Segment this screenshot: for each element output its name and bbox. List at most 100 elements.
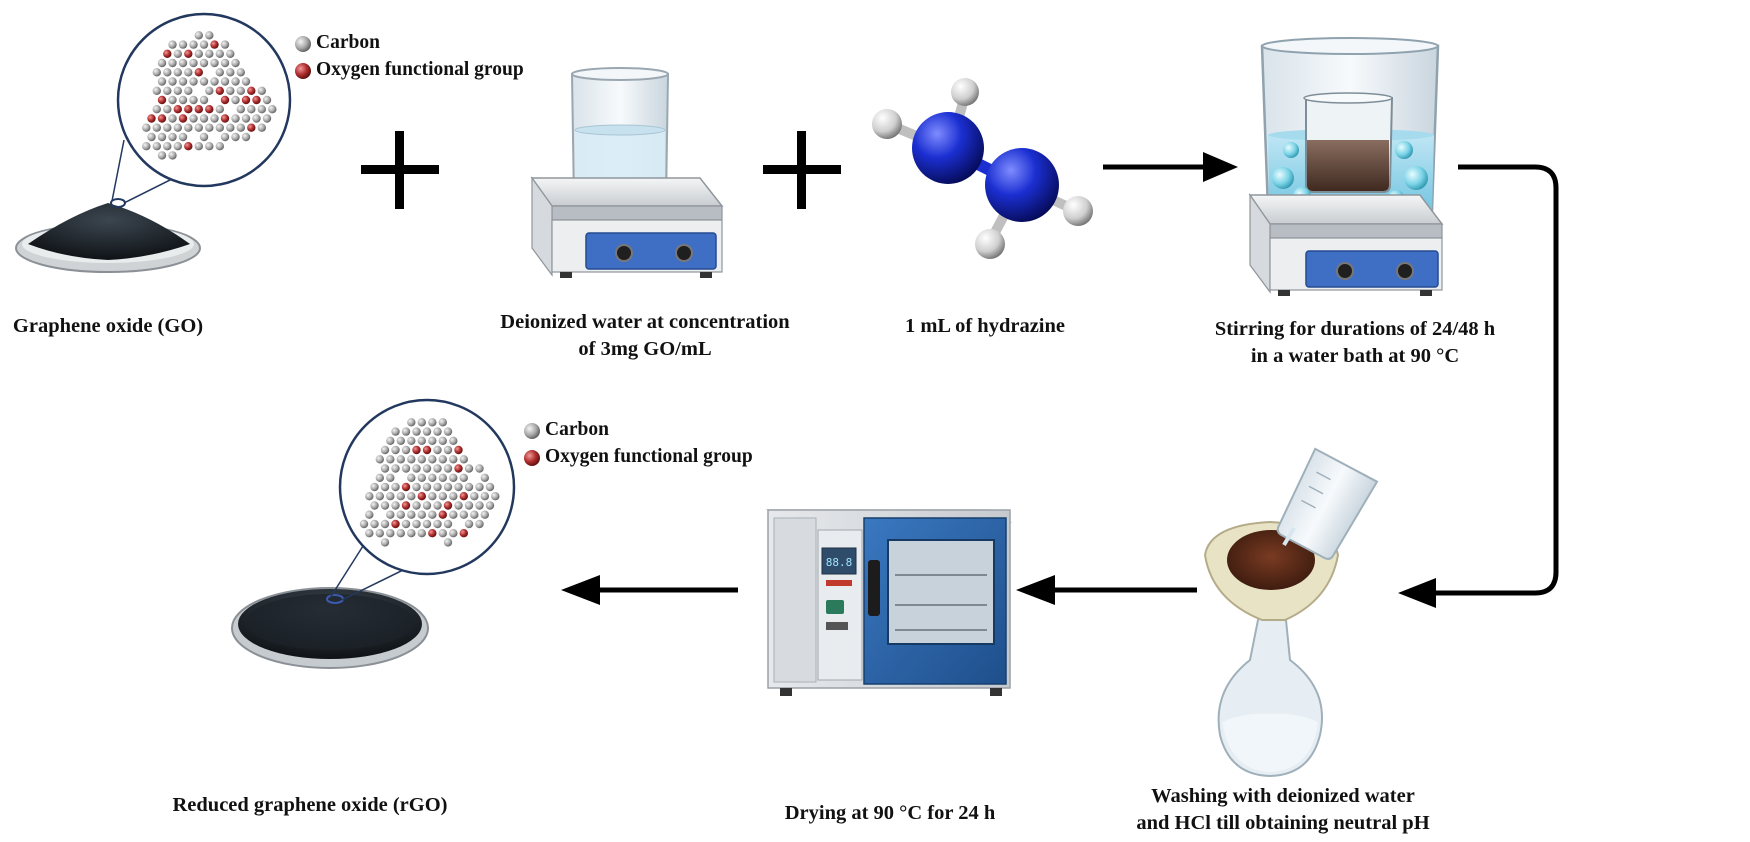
carbon-atom <box>152 123 161 132</box>
legend-top-oxygen-icon <box>295 63 311 79</box>
carbon-atom <box>163 86 172 96</box>
carbon-atom <box>199 95 209 105</box>
rgo-powder-dish <box>231 587 429 669</box>
carbon-atom <box>231 58 240 68</box>
carbon-atom <box>215 68 224 77</box>
oxygen-atom <box>412 445 421 455</box>
carbon-atom <box>386 492 395 501</box>
carbon-atom <box>407 529 416 538</box>
carbon-atom <box>142 142 151 151</box>
carbon-atom <box>189 40 198 49</box>
carbon-atom <box>391 464 400 473</box>
carbon-atom <box>422 482 432 492</box>
carbon-atom <box>407 492 416 501</box>
oxygen-atom <box>220 95 230 105</box>
oxygen-atom <box>184 49 193 58</box>
carbon-atom <box>438 529 447 538</box>
carbon-atom <box>401 445 411 455</box>
carbon-atom <box>386 436 395 445</box>
carbon-atom <box>257 123 266 132</box>
carbon-atom <box>199 132 209 142</box>
carbon-atom <box>194 49 203 58</box>
carbon-atom <box>459 455 468 464</box>
carbon-atom <box>194 142 203 151</box>
caption-drying: Drying at 90 °C for 24 h <box>784 802 996 824</box>
carbon-atom <box>205 86 214 96</box>
go-powder-dish <box>15 198 201 273</box>
carbon-atom <box>152 142 161 151</box>
carbon-atom <box>157 132 167 142</box>
carbon-atom <box>380 519 390 529</box>
carbon-atom <box>449 510 458 519</box>
caption-stirring-line1: Stirring for durations of 24/48 h <box>1214 318 1496 340</box>
carbon-atom <box>391 445 400 455</box>
carbon-atom <box>428 418 437 427</box>
carbon-atom <box>475 501 484 510</box>
carbon-atom <box>428 436 437 445</box>
rgo-lattice <box>359 418 500 547</box>
carbon-atom <box>252 114 261 123</box>
carbon-atom <box>189 58 198 68</box>
carbon-atom <box>412 482 421 492</box>
carbon-atom <box>412 464 421 473</box>
carbon-atom <box>173 142 182 151</box>
carbon-atom <box>454 501 463 510</box>
legend-bottom-oxygen-icon <box>524 450 540 466</box>
carbon-atom <box>417 436 426 445</box>
carbon-atom <box>157 151 167 160</box>
carbon-atom <box>168 58 177 68</box>
carbon-atom <box>194 31 203 40</box>
carbon-atom <box>178 77 188 86</box>
oxygen-atom <box>220 114 230 123</box>
carbon-atom <box>247 105 256 114</box>
carbon-atom <box>443 519 453 529</box>
carbon-atom <box>173 68 182 77</box>
carbon-atom <box>438 492 447 501</box>
oxygen-atom <box>428 529 437 538</box>
carbon-atom <box>443 464 453 473</box>
carbon-atom <box>236 105 245 114</box>
caption-deionized-water-line1: Deionized water at concentration <box>500 311 790 333</box>
carbon-atom <box>173 49 182 58</box>
carbon-atom <box>199 114 209 123</box>
carbon-atom <box>231 114 240 123</box>
carbon-atom <box>210 114 219 123</box>
carbon-atom <box>422 519 432 529</box>
oxygen-atom <box>401 501 411 510</box>
carbon-atom <box>449 529 458 538</box>
carbon-atom <box>480 492 489 501</box>
carbon-atom <box>199 40 209 49</box>
carbon-atom <box>412 501 421 510</box>
carbon-atom <box>205 123 214 132</box>
oxygen-atom <box>157 114 167 123</box>
caption-hydrazine: 1 mL of hydrazine <box>904 315 1066 337</box>
carbon-atom <box>257 86 266 96</box>
caption-graphene-oxide: Graphene oxide (GO) <box>12 315 204 337</box>
carbon-atom <box>443 482 453 492</box>
carbon-atom <box>475 519 484 529</box>
carbon-atom <box>157 58 167 68</box>
water-bath-hotplate <box>1248 37 1444 296</box>
carbon-atom <box>365 510 374 519</box>
carbon-atom <box>226 86 235 96</box>
carbon-atom <box>163 123 172 132</box>
carbon-atom <box>417 473 426 482</box>
caption-washing-line1: Washing with deionized water <box>1151 785 1415 807</box>
oxygen-atom <box>247 86 256 96</box>
washing-filtration-flask <box>1203 447 1379 778</box>
carbon-atom <box>152 68 161 77</box>
carbon-atom <box>236 68 245 77</box>
carbon-atom <box>401 427 411 436</box>
carbon-atom <box>428 492 437 501</box>
carbon-atom <box>184 86 193 96</box>
carbon-atom <box>485 501 495 510</box>
carbon-atom <box>470 492 479 501</box>
go-zoom-line-left <box>111 139 125 202</box>
carbon-atom <box>231 132 240 142</box>
plus-icon-1 <box>361 131 439 209</box>
carbon-atom <box>184 68 193 77</box>
oxygen-atom <box>391 519 400 529</box>
carbon-atom <box>375 473 384 482</box>
carbon-atom <box>438 436 447 445</box>
oxygen-atom <box>459 529 468 538</box>
